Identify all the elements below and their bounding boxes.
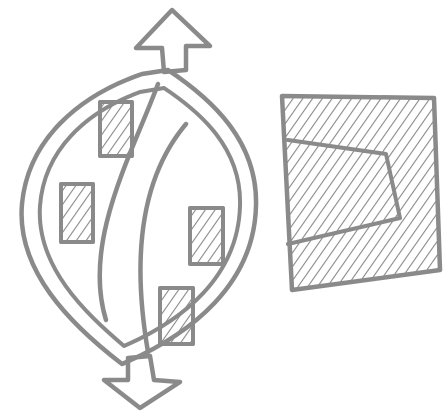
- block-right: [190, 208, 223, 264]
- block-bottom: [160, 288, 193, 344]
- outer-square: [282, 96, 440, 290]
- split-flow-symbol: [22, 10, 257, 408]
- block-top: [100, 102, 132, 156]
- up-arrow-icon: [136, 10, 210, 72]
- block-left: [61, 184, 93, 242]
- hatched-panel-symbol: [282, 96, 440, 290]
- down-arrow-icon: [104, 356, 180, 408]
